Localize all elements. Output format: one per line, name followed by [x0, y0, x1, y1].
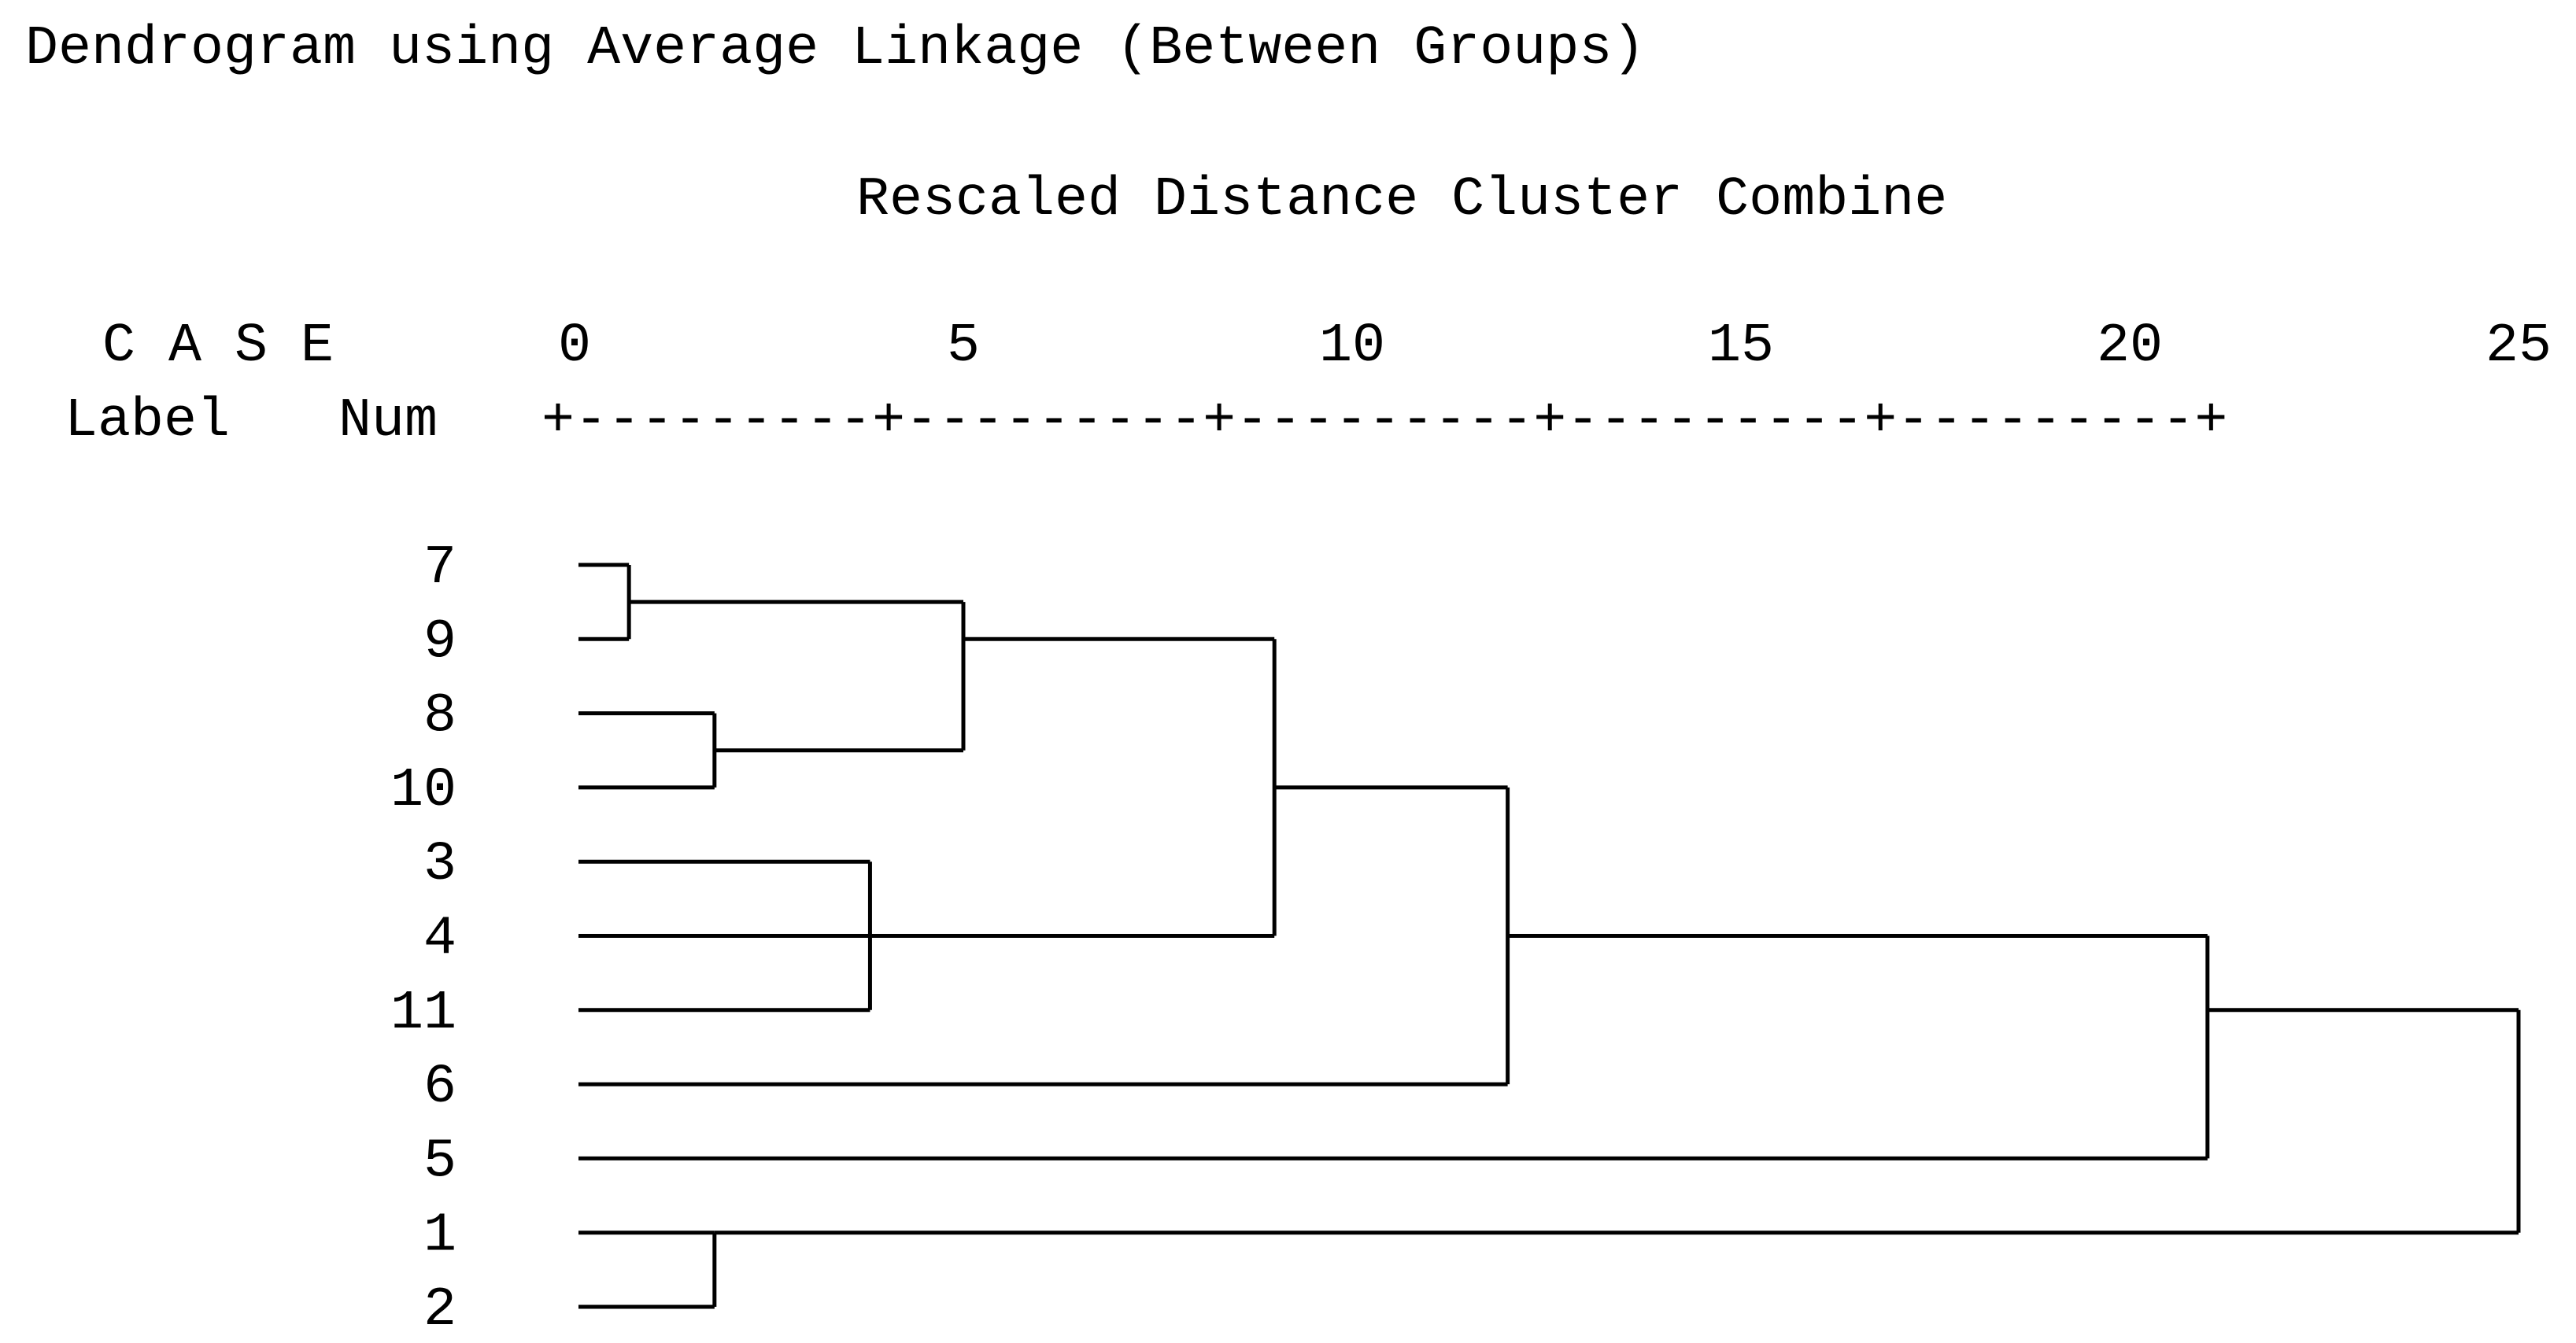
case-label-1: 1 — [423, 1205, 456, 1267]
case-label-7: 7 — [423, 537, 456, 600]
tick-label-25: 25 — [2485, 315, 2552, 378]
case-label-3: 3 — [423, 834, 456, 896]
tick-label-5: 5 — [947, 315, 980, 378]
case-labels: 7 9 8 10 3 4 11 6 5 1 2 — [390, 537, 456, 1341]
case-label-9: 9 — [423, 611, 456, 673]
chart-title: Dendrogram using Average Linkage (Betwee… — [25, 18, 1645, 80]
tick-label-15: 15 — [1708, 315, 1774, 378]
dendrogram-links — [578, 563, 2521, 1309]
case-label-11: 11 — [390, 983, 456, 1045]
case-label-4: 4 — [423, 909, 456, 971]
case-label-2: 2 — [423, 1279, 456, 1339]
axis-title: Rescaled Distance Cluster Combine — [856, 169, 1947, 231]
tick-label-10: 10 — [1319, 315, 1385, 378]
axis-ticks: 0 5 10 15 20 25 — [558, 315, 2552, 378]
tick-label-20: 20 — [2097, 315, 2163, 378]
case-label-8: 8 — [423, 686, 456, 748]
case-label-5: 5 — [423, 1131, 456, 1193]
case-header: C A S E — [102, 315, 334, 378]
tick-label-0: 0 — [558, 315, 591, 378]
label-header: Label — [65, 390, 230, 452]
distance-ruler: +---------+---------+---------+---------… — [541, 390, 2227, 452]
case-label-10: 10 — [390, 760, 456, 822]
num-header: Num — [338, 390, 438, 452]
case-label-6: 6 — [423, 1057, 456, 1119]
